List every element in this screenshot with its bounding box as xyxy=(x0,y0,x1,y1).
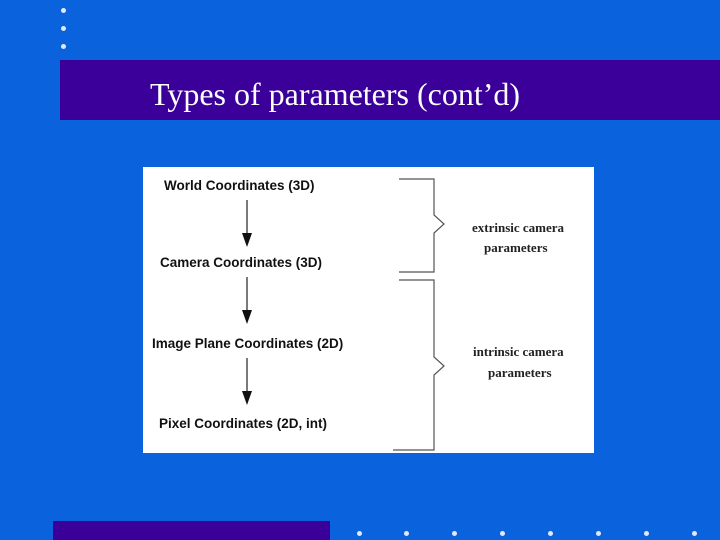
bullet-dot xyxy=(692,531,697,536)
pixel-coordinates-label: Pixel Coordinates (2D, int) xyxy=(159,416,327,431)
bullet-dot xyxy=(357,531,362,536)
bullet-dot xyxy=(644,531,649,536)
diagram-svg: World Coordinates (3D) Camera Coordinate… xyxy=(152,178,565,451)
intrinsic-brace xyxy=(393,279,445,451)
bullet-dot xyxy=(548,531,553,536)
slide-title: Types of parameters (cont’d) xyxy=(150,76,521,112)
coordinate-diagram: World Coordinates (3D) Camera Coordinate… xyxy=(143,167,594,453)
bullet-dot xyxy=(61,8,66,13)
bottom-band xyxy=(53,521,330,540)
bullet-dot xyxy=(452,531,457,536)
title-band xyxy=(60,60,720,120)
intrinsic-label-line1: intrinsic camera xyxy=(473,344,564,359)
extrinsic-label-line2: parameters xyxy=(484,240,548,255)
bullet-dot xyxy=(61,26,66,31)
extrinsic-brace xyxy=(399,178,445,273)
camera-coordinates-label: Camera Coordinates (3D) xyxy=(160,255,322,270)
extrinsic-label-line1: extrinsic camera xyxy=(472,220,565,235)
arrow-camera-to-image xyxy=(242,277,252,324)
bullet-dot xyxy=(61,44,66,49)
bullet-dot xyxy=(500,531,505,536)
bullet-dot xyxy=(404,531,409,536)
world-coordinates-label: World Coordinates (3D) xyxy=(164,178,315,193)
bullet-dot xyxy=(596,531,601,536)
arrow-image-to-pixel xyxy=(242,358,252,405)
image-plane-coordinates-label: Image Plane Coordinates (2D) xyxy=(152,336,343,351)
arrow-world-to-camera xyxy=(242,200,252,247)
intrinsic-label-line2: parameters xyxy=(488,365,552,380)
